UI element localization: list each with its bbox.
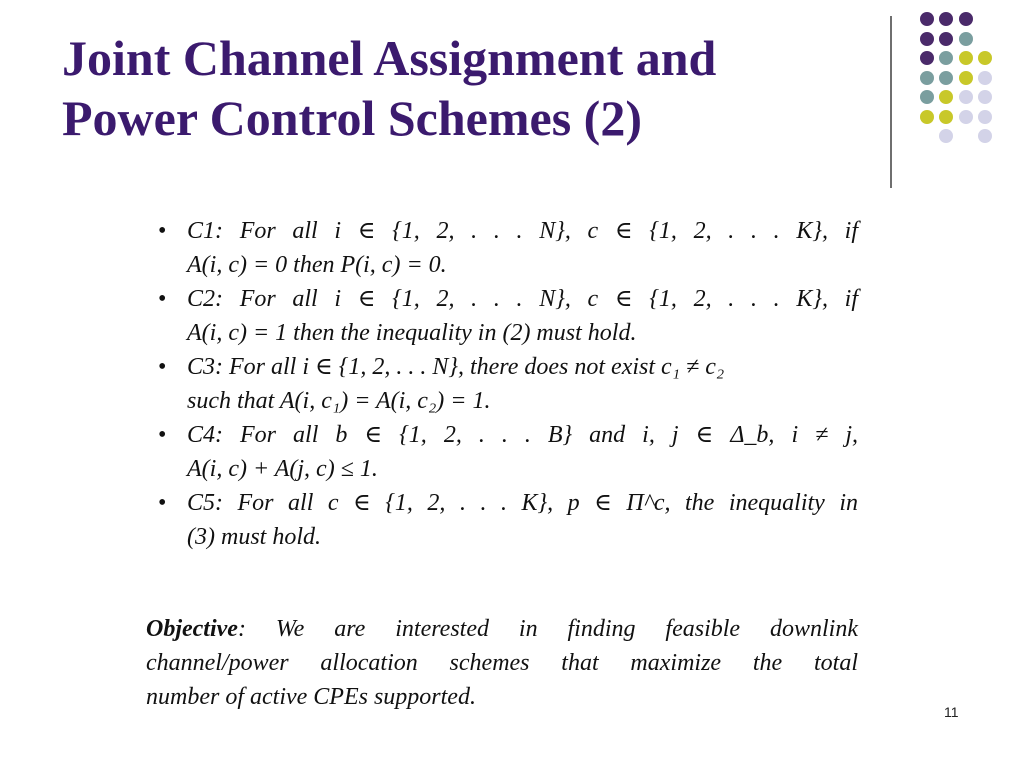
constraint-c3: • C3: For all i ∈ {1, 2, . . . N}, there… <box>158 350 858 418</box>
decorative-dot <box>958 109 973 124</box>
decorative-dot <box>939 109 953 124</box>
constraint-c1-line-2: A(i, c) = 0 then P(i, c) = 0. <box>187 252 447 278</box>
decorative-dot <box>939 90 953 104</box>
decorative-dot <box>958 70 973 85</box>
decorative-dot <box>919 109 934 124</box>
constraint-c4-line-2: A(i, c) + A(j, c) ≤ 1. <box>187 456 378 482</box>
objective-text-1: : We are interested in finding feasible … <box>237 616 858 642</box>
constraint-c1-line-1: C1: For all i ∈ {1, 2, . . . N}, c ∈ {1,… <box>187 218 858 244</box>
decorative-dot <box>978 70 992 85</box>
decorative-dot <box>958 51 973 65</box>
decorative-dot-grid <box>900 12 1010 162</box>
decorative-dot <box>958 12 973 26</box>
constraint-c3-line-2: such that A(i, c₁) = A(i, c₂) = 1. <box>187 388 491 414</box>
title-divider-line <box>890 16 892 188</box>
objective-heading: Objective <box>146 616 238 642</box>
decorative-dot <box>919 12 934 26</box>
objective-line-2: channel/power allocation schemes that ma… <box>146 650 858 676</box>
decorative-dot <box>919 51 934 65</box>
decorative-dot <box>958 90 973 104</box>
slide-title-line-1: Joint Channel Assignment and <box>62 30 717 86</box>
constraints-list: • C1: For all i ∈ {1, 2, . . . N}, c ∈ {… <box>158 214 858 554</box>
constraint-c5-line-1: C5: For all c ∈ {1, 2, . . . K}, p ∈ Π^c… <box>187 490 858 516</box>
bullet-icon: • <box>158 422 167 448</box>
slide-title-line-2: Power Control Schemes (2) <box>62 90 642 146</box>
decorative-dot <box>919 90 934 104</box>
decorative-dot <box>939 12 953 26</box>
decorative-dot <box>978 90 992 104</box>
decorative-dot <box>919 70 934 85</box>
slide-title: Joint Channel Assignment and Power Contr… <box>62 28 862 148</box>
decorative-dot <box>978 109 992 124</box>
constraint-c2-line-2: A(i, c) = 1 then the inequality in (2) m… <box>187 320 637 346</box>
objective-line-3: number of active CPEs supported. <box>146 684 476 710</box>
bullet-icon: • <box>158 218 167 244</box>
constraint-c4-line-1: C4: For all b ∈ {1, 2, . . . B} and i, j… <box>187 422 858 448</box>
decorative-dot <box>939 70 953 85</box>
page-number: 11 <box>944 704 959 720</box>
decorative-dot <box>978 129 992 143</box>
bullet-icon: • <box>158 490 167 516</box>
objective-line-1: Objective: We are interested in finding … <box>146 612 858 646</box>
decorative-dot <box>939 31 953 46</box>
constraint-c5: • C5: For all c ∈ {1, 2, . . . K}, p ∈ Π… <box>158 486 858 554</box>
decorative-dot <box>919 31 934 46</box>
decorative-dot <box>978 51 992 65</box>
constraint-c2: • C2: For all i ∈ {1, 2, . . . N}, c ∈ {… <box>158 282 858 350</box>
decorative-dot <box>958 31 973 46</box>
bullet-icon: • <box>158 354 167 380</box>
constraint-c4: • C4: For all b ∈ {1, 2, . . . B} and i,… <box>158 418 858 486</box>
constraint-c2-line-1: C2: For all i ∈ {1, 2, . . . N}, c ∈ {1,… <box>187 286 858 312</box>
decorative-dot <box>939 129 953 143</box>
objective-paragraph: Objective: We are interested in finding … <box>146 612 858 714</box>
constraint-c1: • C1: For all i ∈ {1, 2, . . . N}, c ∈ {… <box>158 214 858 282</box>
constraint-c3-line-1: C3: For all i ∈ {1, 2, . . . N}, there d… <box>187 354 725 380</box>
bullet-icon: • <box>158 286 167 312</box>
constraint-c5-line-2: (3) must hold. <box>187 524 321 550</box>
decorative-dot <box>939 51 953 65</box>
